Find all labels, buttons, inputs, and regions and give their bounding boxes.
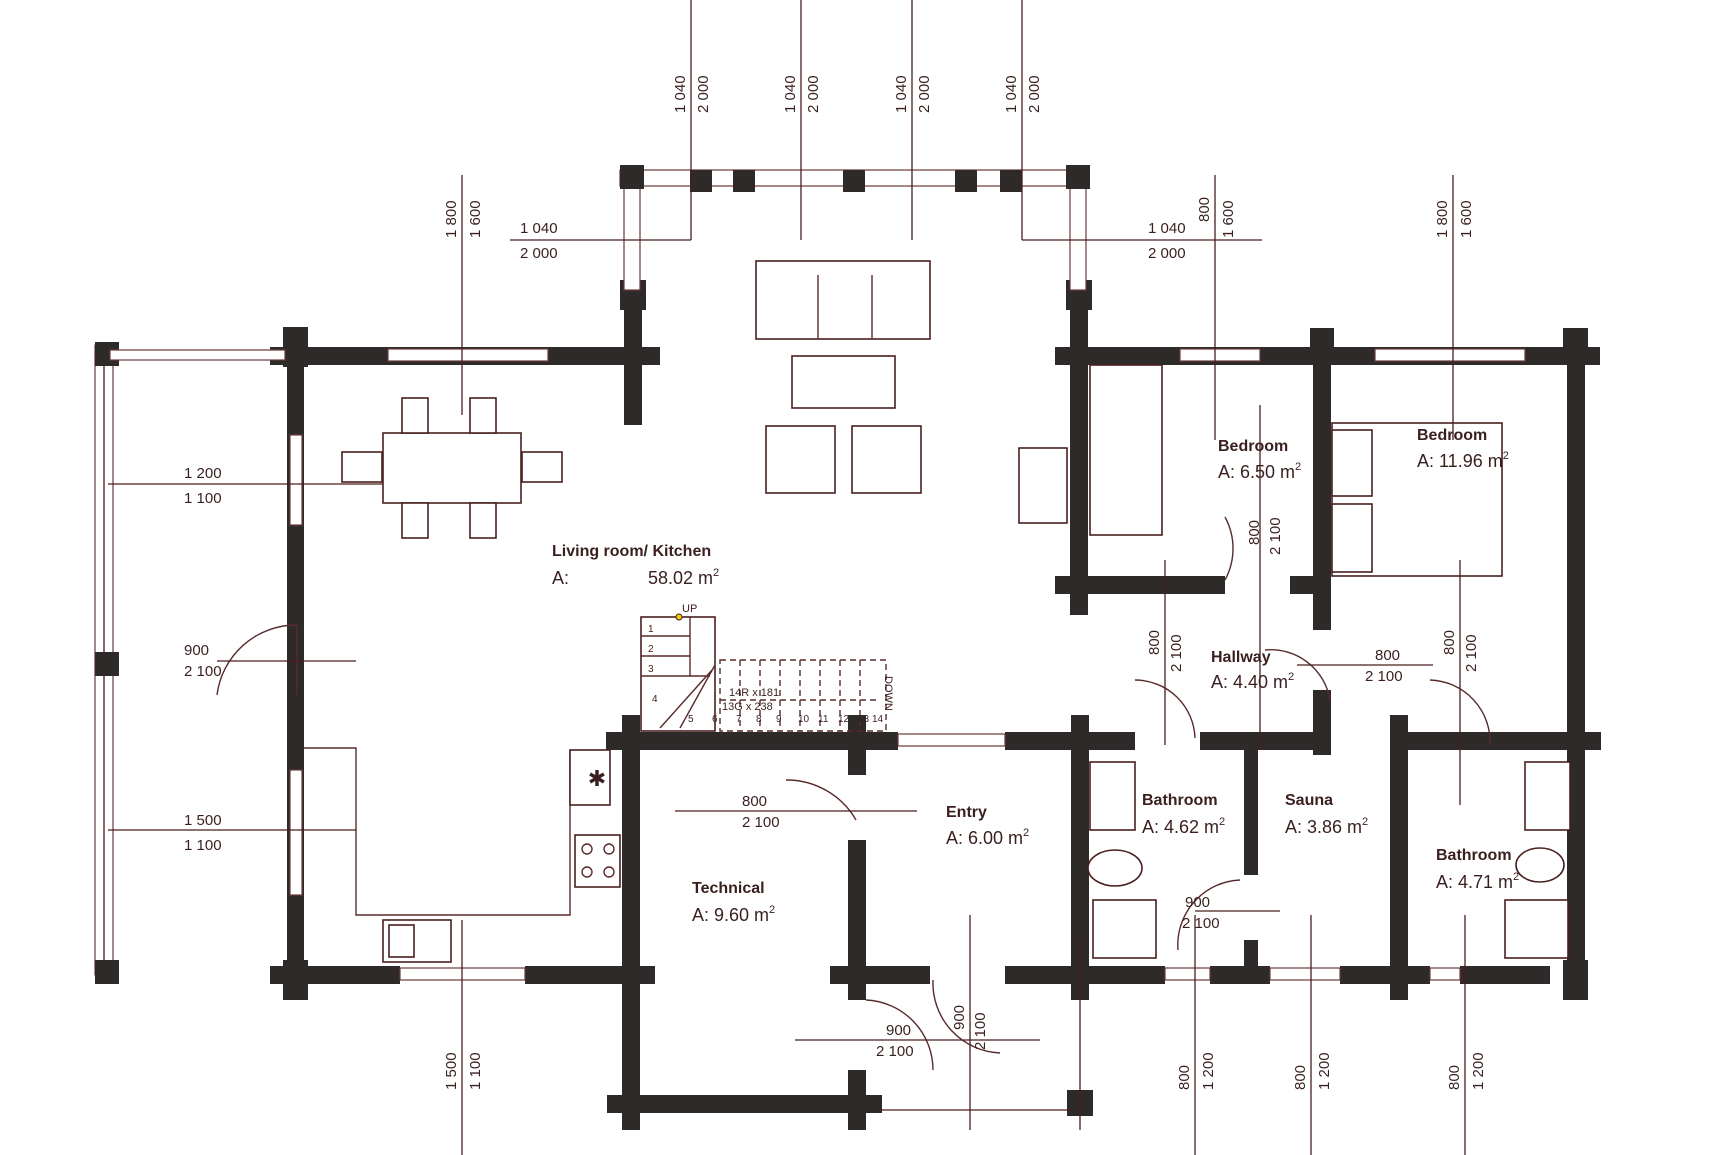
dim-window-b-height: 1 600 [1220, 200, 1237, 238]
doors [216, 516, 1491, 1071]
room-name-bathroom-2: Bathroom [1436, 847, 1512, 864]
dim-door-bed2-width: 800 [1375, 647, 1400, 664]
terrace [94, 165, 1526, 984]
room-name-entry: Entry [946, 804, 987, 821]
stair-riser-label: 14R x 181 [729, 687, 779, 699]
dim-door-technical-width: 800 [742, 793, 767, 810]
room-area-living: 58.02 m2 [648, 567, 719, 588]
stair-step-label: 9 [776, 714, 782, 725]
room-area-entry: A: 6.00 m2 [946, 827, 1029, 848]
dim-porch-left-width: 1 040 [520, 220, 558, 237]
walls [270, 280, 1601, 1130]
dim-width-4: 1 040 [1003, 75, 1020, 113]
room-name-hallway: Hallway [1211, 649, 1271, 666]
room-area-bedroom-1: A: 6.50 m2 [1218, 461, 1301, 482]
dim-porch-right-width: 1 040 [1148, 220, 1186, 237]
dim-door-front-width: 900 [951, 1005, 968, 1030]
room-name-technical: Technical [692, 880, 765, 897]
dim-window-e-width: 1 500 [184, 812, 222, 829]
room-labels: Living room/ Kitchen A: 58.02 m2 Bedroom… [552, 427, 1519, 925]
dim-window-g-width: 800 [1176, 1065, 1193, 1090]
dim-window-f-width: 1 500 [443, 1052, 460, 1090]
dim-door-sauna-height: 2 100 [1182, 915, 1220, 932]
dim-height-3: 2 000 [916, 75, 933, 113]
dim-width-1: 1 040 [672, 75, 689, 113]
room-name-sauna: Sauna [1285, 792, 1333, 809]
stair-step-label: 11 [818, 714, 829, 725]
room-area-label-living: A: [552, 568, 569, 588]
room-area-bathroom-2: A: 4.71 m2 [1436, 871, 1519, 892]
dim-window-i-height: 1 200 [1470, 1052, 1487, 1090]
dim-door-bed2-height: 2 100 [1365, 668, 1403, 685]
room-name-bathroom-1: Bathroom [1142, 792, 1218, 809]
dim-door-main-width: 900 [184, 642, 209, 659]
dim-height-4: 2 000 [1026, 75, 1043, 113]
stair-step-label: 6 [712, 714, 718, 725]
dim-width-3: 1 040 [893, 75, 910, 113]
dim-height-2: 2 000 [805, 75, 822, 113]
dim-porch-right-height: 2 000 [1148, 245, 1186, 262]
dim-window-d-height: 1 100 [184, 490, 222, 507]
room-area-bedroom-2: A: 11.96 m2 [1417, 450, 1509, 471]
dim-door-bath1-width: 800 [1146, 630, 1163, 655]
stair-step-label: 14 [872, 714, 884, 725]
dim-door-entry-height: 2 100 [876, 1043, 914, 1060]
stair-step-label: 13 [858, 714, 870, 725]
dimension-labels: 1 040 2 000 1 040 2 000 1 040 2 000 1 04… [184, 75, 1487, 1090]
dim-window-h-width: 800 [1292, 1065, 1309, 1090]
dim-window-b-width: 800 [1196, 197, 1213, 222]
room-name-living: Living room/ Kitchen [552, 543, 711, 560]
dimension-lines [108, 0, 1466, 1155]
dim-window-d-width: 1 200 [184, 465, 222, 482]
stair-step-label: 4 [652, 694, 658, 705]
stair-step-label: 3 [648, 664, 654, 675]
dim-door-bath2-height: 2 100 [1463, 634, 1480, 672]
dim-door-bath1-height: 2 100 [1168, 634, 1185, 672]
room-name-bedroom-1: Bedroom [1218, 438, 1288, 455]
stair-up-label: UP [682, 603, 697, 615]
dim-door-front-height: 2 100 [972, 1012, 989, 1050]
dim-door-technical-height: 2 100 [742, 814, 780, 831]
dim-window-g-height: 1 200 [1200, 1052, 1217, 1090]
dim-window-i-width: 800 [1446, 1065, 1463, 1090]
room-area-technical: A: 9.60 m2 [692, 904, 775, 925]
room-area-hallway: A: 4.40 m2 [1211, 671, 1294, 692]
stair: UP 14R x 181 13G x 238 DOWN [640, 603, 894, 732]
dim-window-a-width: 1 800 [443, 200, 460, 238]
room-area-sauna: A: 3.86 m2 [1285, 816, 1368, 837]
dim-door-bath2-width: 800 [1441, 630, 1458, 655]
dim-height-1: 2 000 [695, 75, 712, 113]
dim-door-sauna-width: 900 [1185, 894, 1210, 911]
furniture: ✱ [304, 260, 1571, 963]
dim-door-bed1-width: 800 [1246, 520, 1263, 545]
stair-step-label: 8 [756, 714, 762, 725]
dim-door-entry-width: 900 [886, 1022, 911, 1039]
dim-width-2: 1 040 [782, 75, 799, 113]
stair-step-label: 7 [736, 714, 742, 725]
stair-step-label: 1 [648, 624, 654, 635]
oven-icon: ✱ [588, 766, 606, 791]
dim-door-bed1-height: 2 100 [1267, 517, 1284, 555]
dim-window-f-height: 1 100 [467, 1052, 484, 1090]
dim-window-e-height: 1 100 [184, 837, 222, 854]
dim-window-c-width: 1 800 [1434, 200, 1451, 238]
dim-window-h-height: 1 200 [1316, 1052, 1333, 1090]
dim-window-a-height: 1 600 [467, 200, 484, 238]
dim-door-main-height: 2 100 [184, 663, 222, 680]
stair-tread-label: 13G x 238 [722, 701, 773, 713]
stair-step-label: 10 [798, 714, 810, 725]
room-name-bedroom-2: Bedroom [1417, 427, 1487, 444]
dim-window-c-height: 1 600 [1458, 200, 1475, 238]
dim-porch-left-height: 2 000 [520, 245, 558, 262]
stair-step-label: 12 [838, 714, 850, 725]
stair-step-label: 5 [688, 714, 694, 725]
stair-down-label: DOWN [882, 676, 894, 711]
room-area-bathroom-1: A: 4.62 m2 [1142, 816, 1225, 837]
stair-step-label: 2 [648, 644, 654, 655]
